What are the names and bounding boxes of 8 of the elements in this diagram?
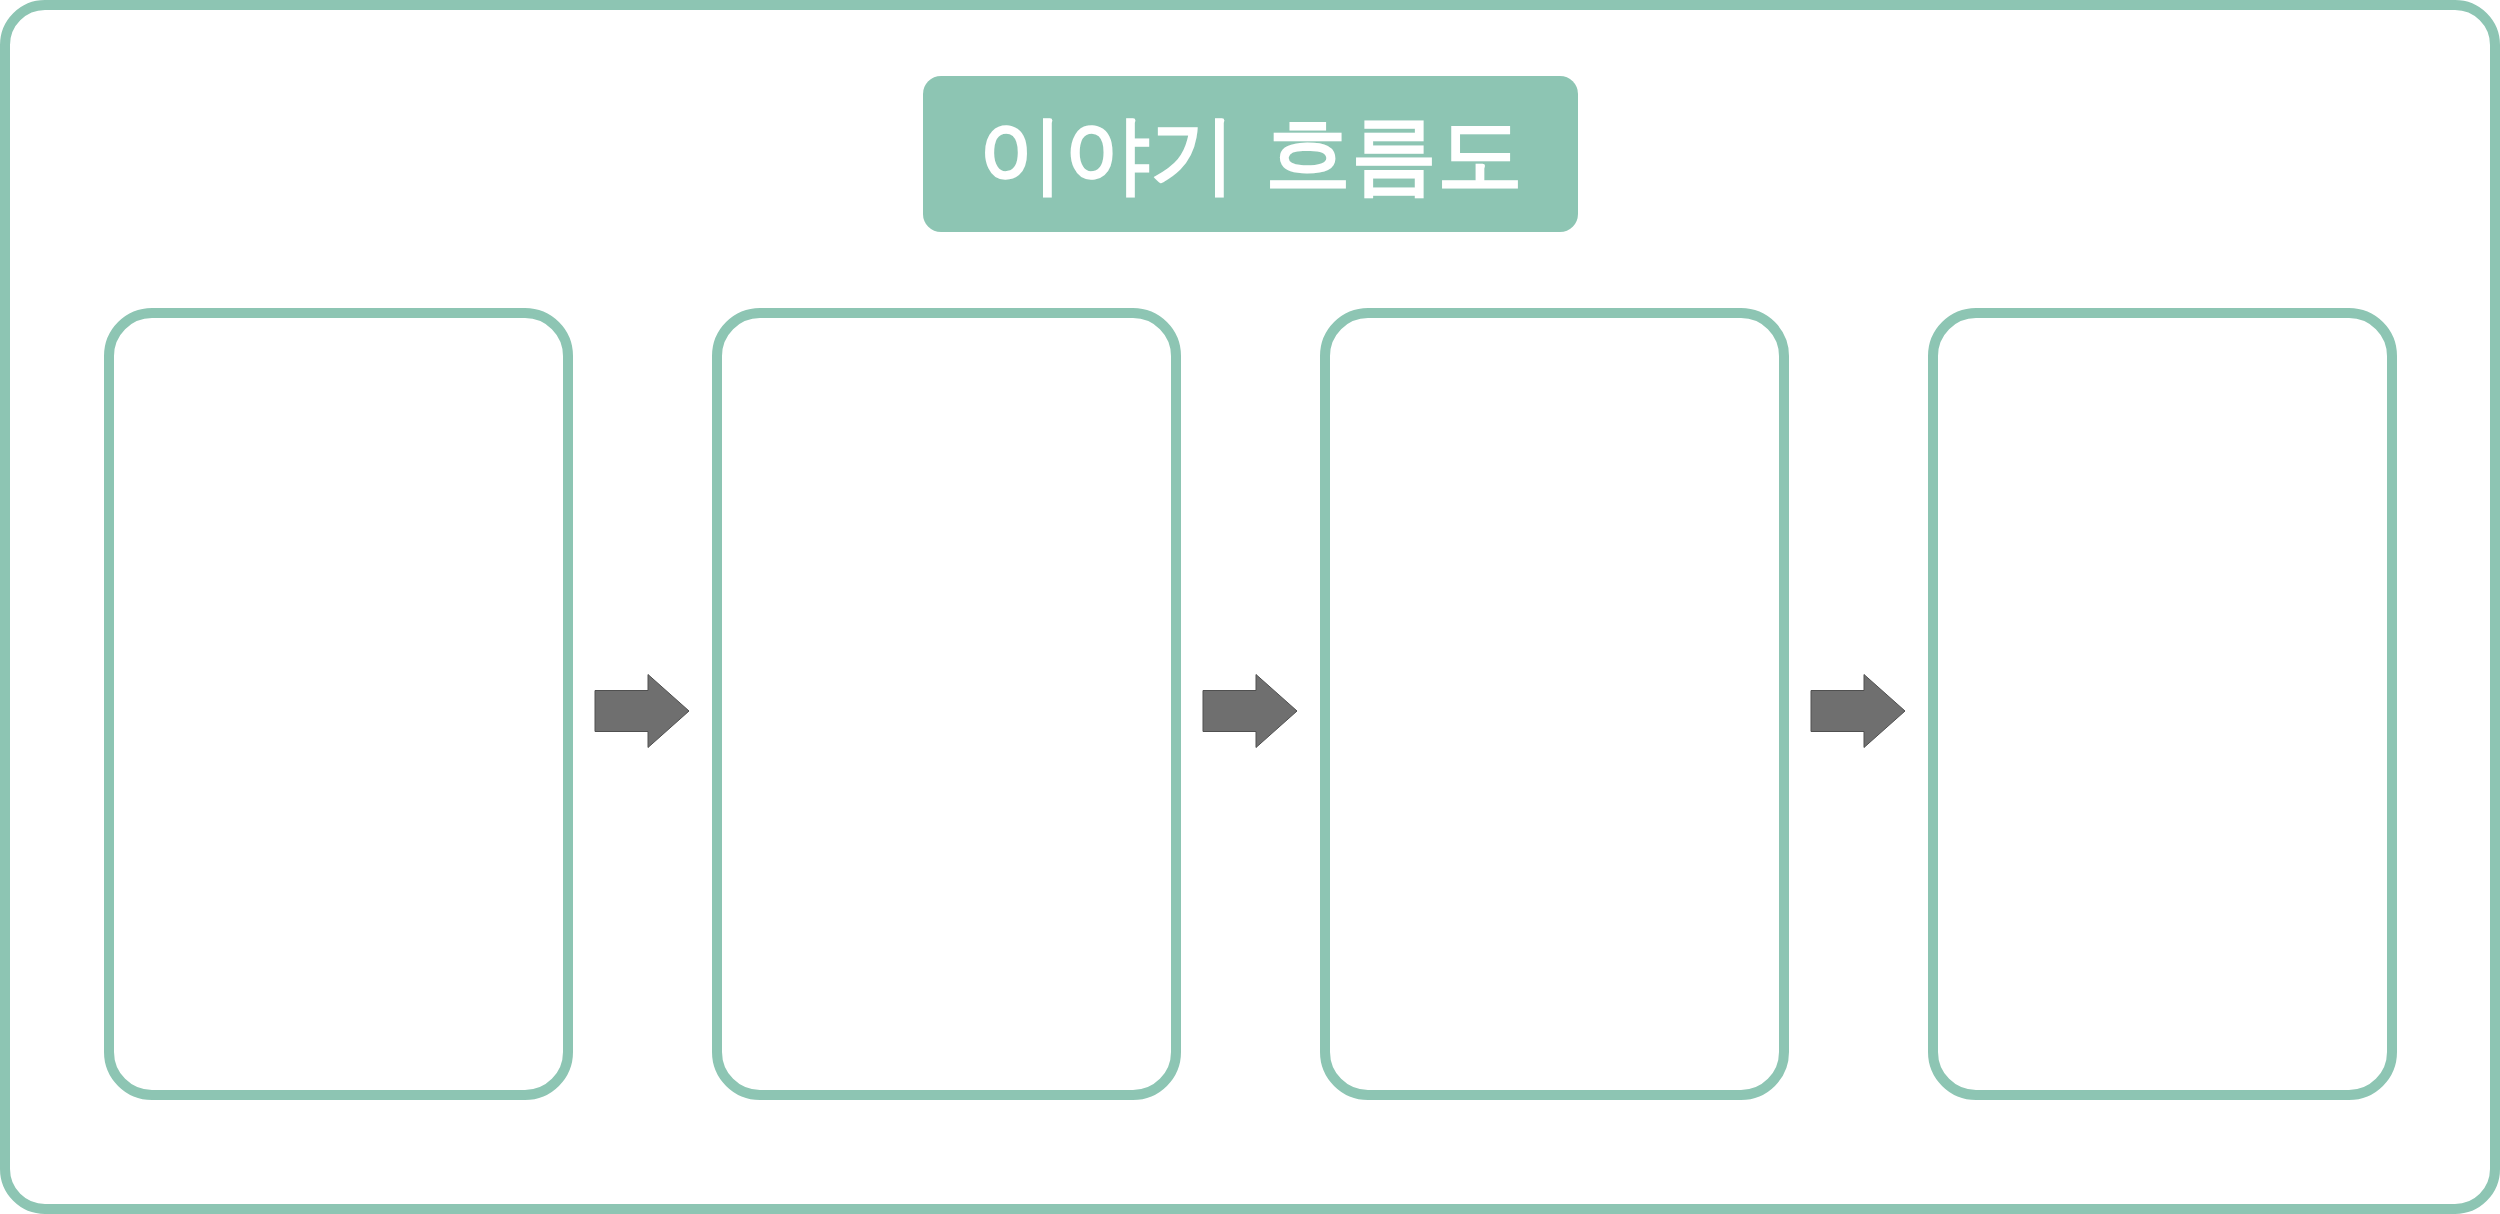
block-arrow — [594, 674, 690, 748]
title-banner: 이야기 흐름도 — [923, 76, 1578, 232]
block-arrow — [1810, 674, 1906, 748]
empty-box — [104, 308, 573, 1100]
block-arrow — [1202, 674, 1298, 748]
empty-box — [712, 308, 1181, 1100]
empty-box — [1928, 308, 2397, 1100]
empty-box — [1320, 308, 1789, 1100]
